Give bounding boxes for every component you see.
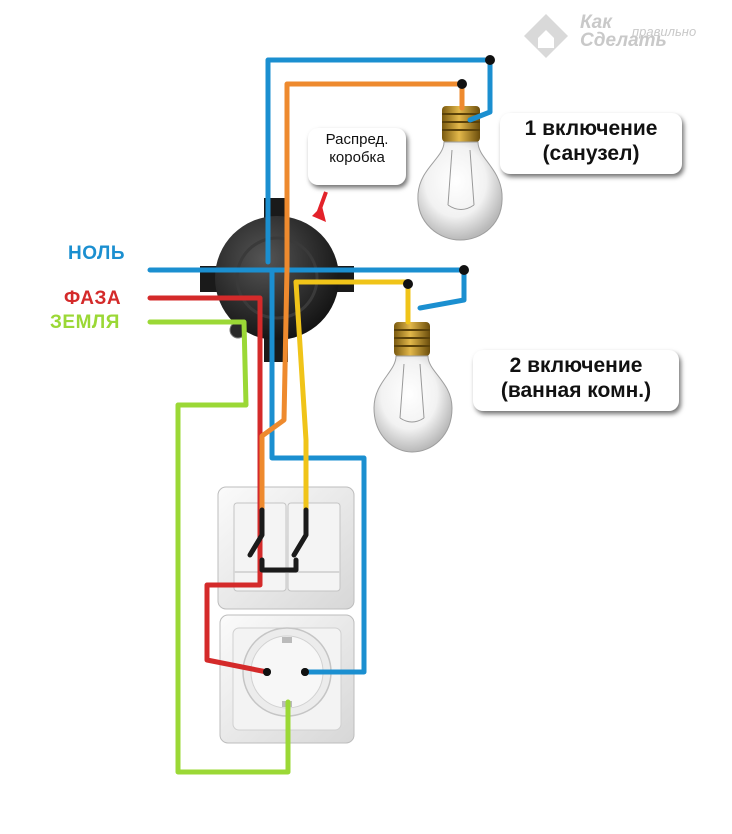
lamp1-label-1: 1 включение [524, 117, 658, 140]
watermark-logo: Как правильно Сделать [522, 8, 727, 68]
switched-wire-1 [259, 81, 465, 513]
phase-label: ФАЗА [64, 288, 122, 309]
lamp2-label-2: (ванная комн.) [500, 379, 652, 403]
house-logo-icon [524, 14, 568, 58]
switch-rocker-right [287, 502, 341, 592]
junction-box-callout: Распред. коробка [308, 128, 406, 185]
lamp2-label-1: 2 включение [509, 354, 643, 377]
lamp1-label-2: (санузел) [542, 142, 640, 166]
switch-contacts [247, 507, 309, 573]
bulb1-glass [417, 141, 503, 241]
light-bulb-icon [417, 106, 503, 241]
ground-label: ЗЕМЛЯ [50, 312, 120, 333]
bulb2-glass [373, 355, 453, 453]
junction-box-body [215, 216, 339, 340]
watermark-line-3: правильно [632, 24, 697, 39]
light-bulb-icon [373, 322, 453, 453]
lamp1-callout: 1 включение (санузел) [500, 113, 682, 174]
watermark-line-2: Сделать [580, 30, 667, 51]
switched-wire-2 [293, 279, 411, 513]
watermark-line-1: Как [580, 12, 612, 33]
box-pointer-arrow [312, 191, 328, 222]
junction-box-label-1: Распред. [325, 131, 389, 148]
socket-ground-contact [282, 637, 292, 643]
bulb1-base [442, 106, 480, 142]
double-switch-icon [217, 486, 355, 610]
phase-wire [147, 295, 270, 675]
junction-box-label-2: коробка [329, 149, 385, 166]
lamp2-callout: 2 включение (ванная комн.) [473, 350, 679, 411]
terminal-dots [263, 55, 495, 676]
ground-wire [147, 319, 291, 775]
neutral-label: НОЛЬ [68, 243, 126, 264]
